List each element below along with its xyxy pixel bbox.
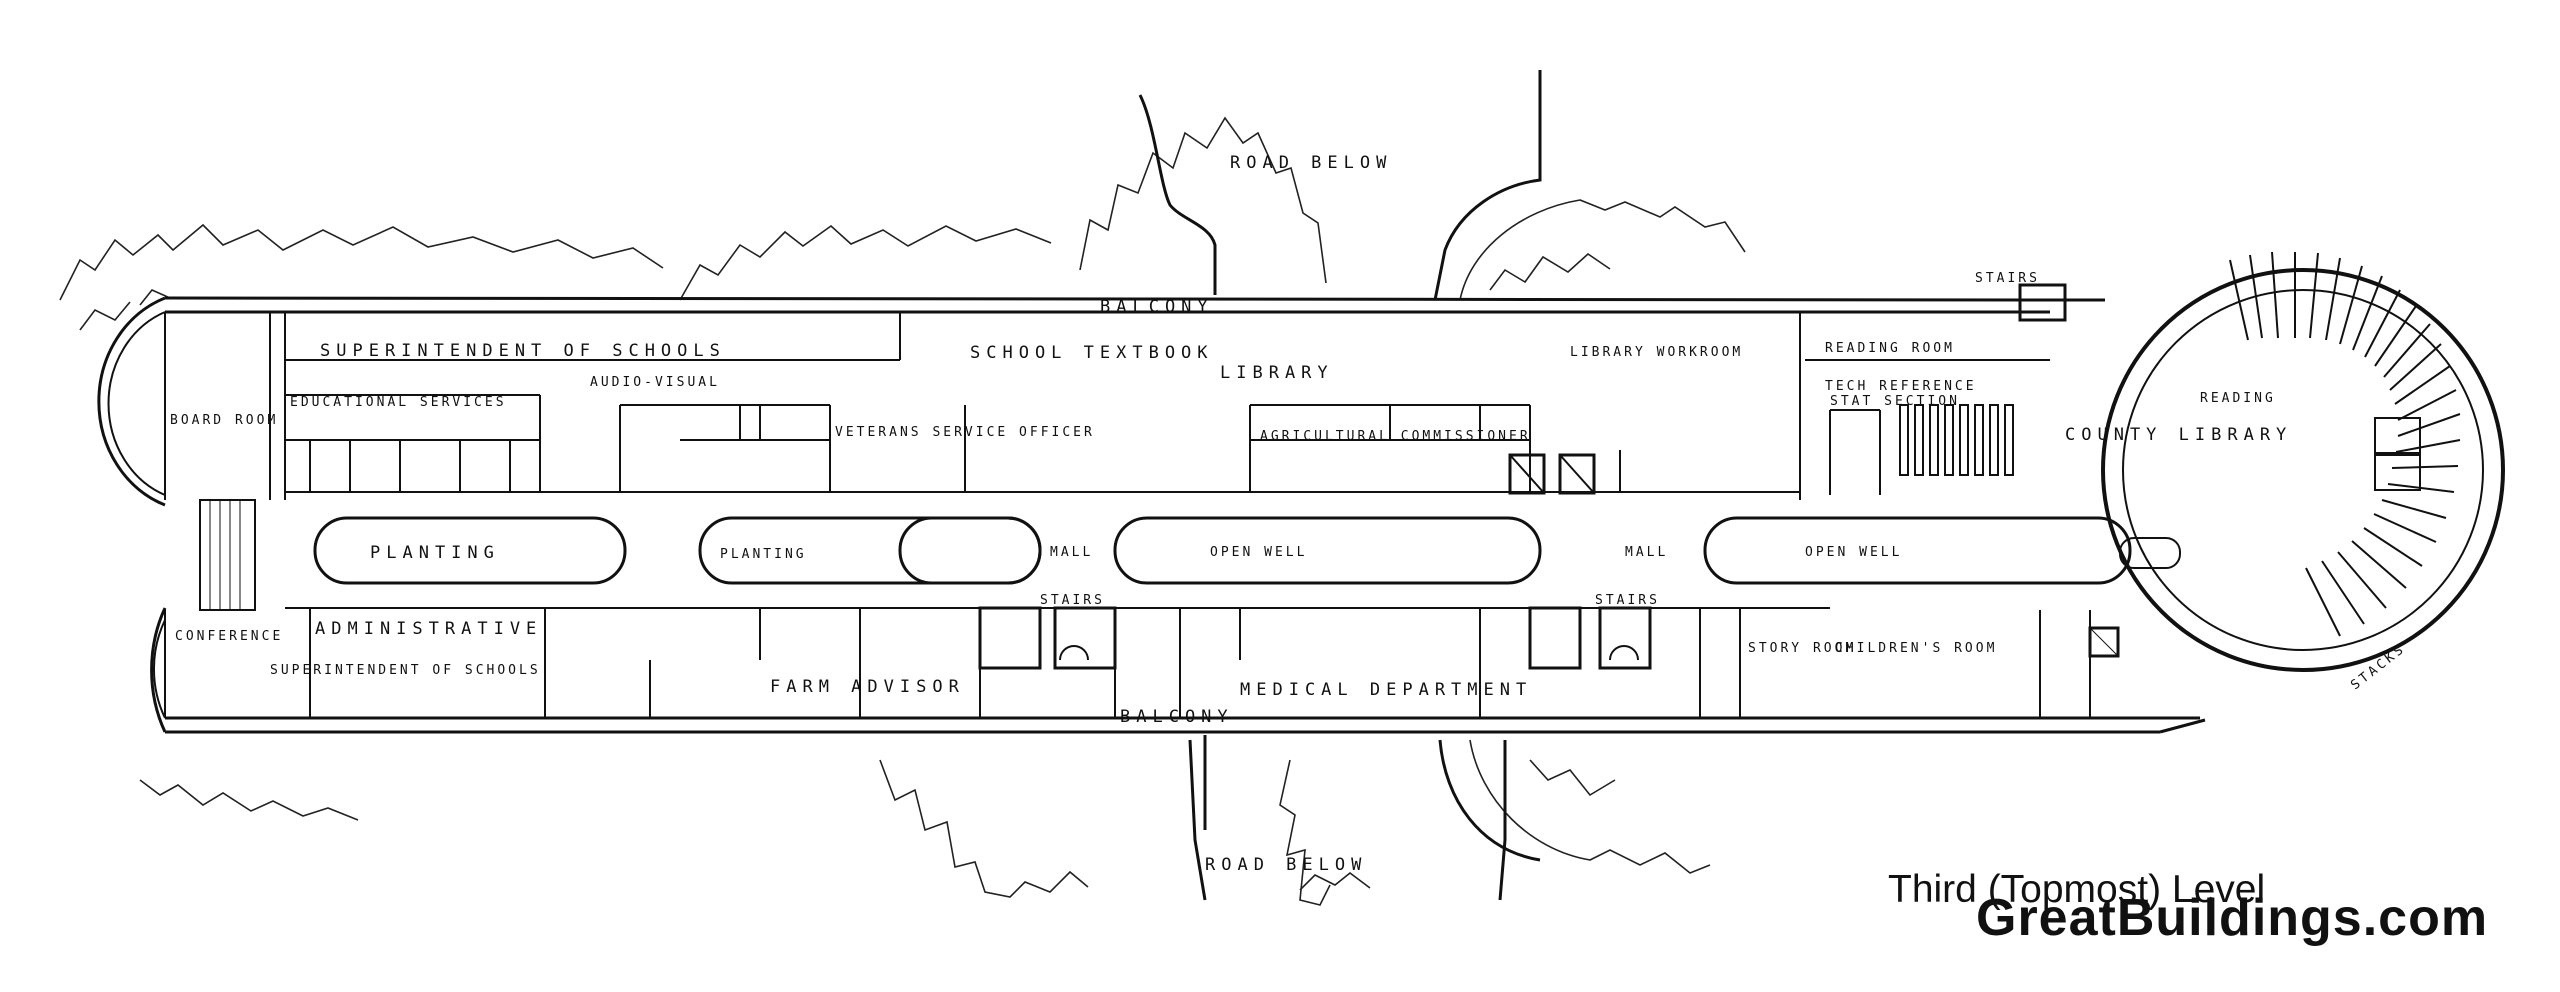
building-outline — [97, 268, 2505, 734]
plan-labels: ROAD BELOW ROAD BELOW BALCONY BALCONY SU… — [170, 153, 2409, 875]
veterans-service-label: VETERANS SERVICE OFFICER — [835, 425, 1095, 440]
story-room-label: STORY ROOM — [1748, 641, 1856, 656]
superintendent-of-schools-label: SUPERINTENDENT OF SCHOOLS — [320, 341, 726, 361]
medical-department-label: MEDICAL DEPARTMENT — [1240, 680, 1532, 700]
board-room-label: BOARD ROOM — [170, 413, 278, 428]
stat-section-label: STAT SECTION — [1830, 394, 1960, 409]
watermark-logo: GreatBuildings.com — [1976, 889, 2489, 947]
wells-and-planting — [313, 516, 2181, 585]
reading-label: READING — [2200, 391, 2276, 406]
drawing-caption: Third (Topmost) Level — [1888, 868, 2266, 911]
tech-reference-label: TECH REFERENCE — [1825, 379, 1977, 394]
stairs-3-label: STAIRS — [1975, 271, 2040, 286]
reading-room-label: READING ROOM — [1825, 341, 1955, 356]
roads — [1138, 70, 1542, 901]
educational-services-label: EDUCATIONAL SERVICES — [290, 395, 507, 410]
open-well-2-label: OPEN WELL — [1805, 545, 1902, 560]
library-label: LIBRARY — [1220, 363, 1334, 383]
open-well-1-label: OPEN WELL — [1210, 545, 1307, 560]
landscape-trees — [59, 116, 1746, 906]
planting-1-label: PLANTING — [370, 543, 500, 563]
mall-1-label: MALL — [1050, 545, 1093, 560]
mall-2-label: MALL — [1625, 545, 1668, 560]
library-stacks — [1899, 251, 2461, 637]
balcony-top-label: BALCONY — [1100, 297, 1214, 317]
superintendent-office-label: SUPERINTENDENT OF SCHOOLS — [270, 663, 541, 678]
stairs-1-label: STAIRS — [1040, 593, 1105, 608]
library-workroom-label: LIBRARY WORKROOM — [1570, 345, 1743, 360]
interior-walls — [269, 312, 2091, 718]
road-below-bottom-label: ROAD BELOW — [1205, 855, 1367, 875]
farm-advisor-label: FARM ADVISOR — [770, 677, 965, 697]
road-below-top-label: ROAD BELOW — [1230, 153, 1392, 173]
conference-label: CONFERENCE — [175, 629, 283, 644]
administrative-label: ADMINISTRATIVE — [315, 619, 542, 639]
stairs-2-label: STAIRS — [1595, 593, 1660, 608]
agricultural-commissioner-label: AGRICULTURAL COMMISSIONER — [1260, 429, 1531, 444]
audio-visual-label: AUDIO-VISUAL — [590, 375, 720, 390]
county-library-label: COUNTY LIBRARY — [2065, 425, 2292, 445]
planting-2-label: PLANTING — [720, 547, 807, 562]
balcony-bottom-label: BALCONY — [1120, 707, 1234, 727]
childrens-room-label: CHILDREN'S ROOM — [1835, 641, 1997, 656]
school-textbook-label: SCHOOL TEXTBOOK — [970, 343, 1214, 363]
stacks-label: STACKS — [2348, 641, 2408, 693]
